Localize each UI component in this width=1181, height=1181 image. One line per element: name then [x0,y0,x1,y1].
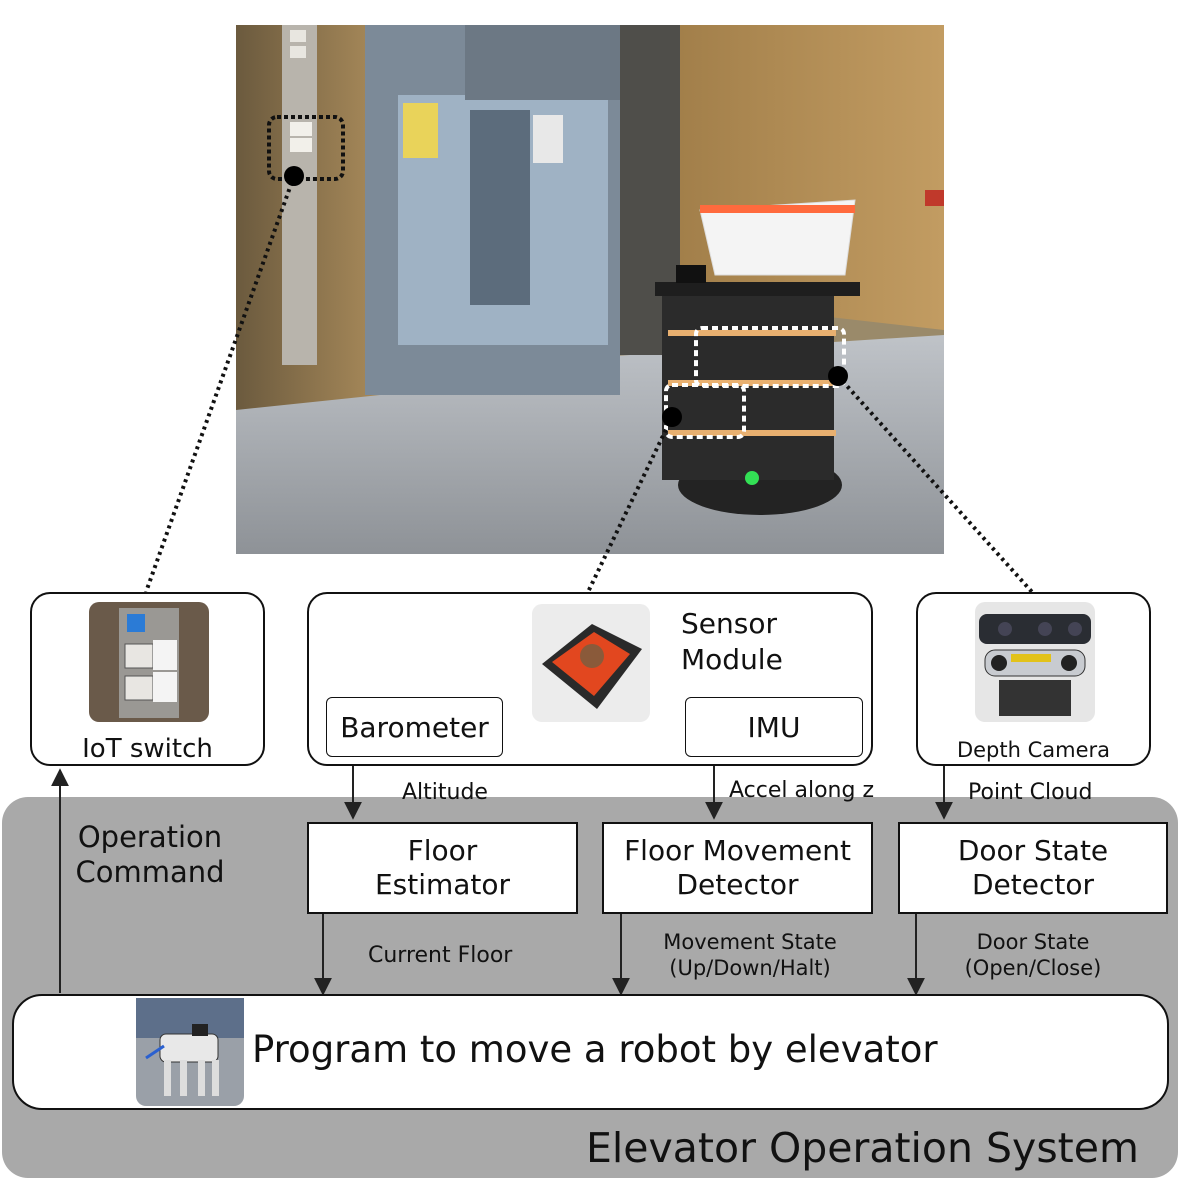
door-state-detector-box: Door State Detector [898,822,1168,914]
accel-label: Accel along z [729,778,874,803]
robot-dog-photo [136,998,244,1106]
elevator-button-photo [89,602,209,722]
point-cloud-label: Point Cloud [968,780,1093,805]
sensor-module-box: Sensor Module Barometer IMU [307,592,873,766]
floor-movement-detector-box: Floor Movement Detector [602,822,873,914]
program-label: Program to move a robot by elevator [252,1028,938,1071]
barometer-box: Barometer [326,697,503,757]
door-state-label: Door State (Open/Close) [964,930,1102,980]
system-label: Elevator Operation System [586,1124,1139,1172]
floor-estimator-box: Floor Estimator [307,822,578,914]
iot-switch-label: IoT switch [82,734,213,764]
altitude-label: Altitude [402,780,488,805]
movement-state-label: Movement State (Up/Down/Halt) [663,930,837,980]
sensor-module-title: Sensor Module [681,607,783,676]
imu-box: IMU [685,697,863,757]
depth-camera-photo [975,602,1095,722]
program-box: Program to move a robot by elevator [12,994,1169,1110]
current-floor-label: Current Floor [368,943,513,968]
depth-camera-box: Depth Camera [916,592,1151,766]
sensor-board-photo [532,604,650,722]
depth-camera-label: Depth Camera [956,738,1111,762]
iot-switch-box: IoT switch [30,592,265,766]
operation-command-label: Operation Command [75,820,225,889]
